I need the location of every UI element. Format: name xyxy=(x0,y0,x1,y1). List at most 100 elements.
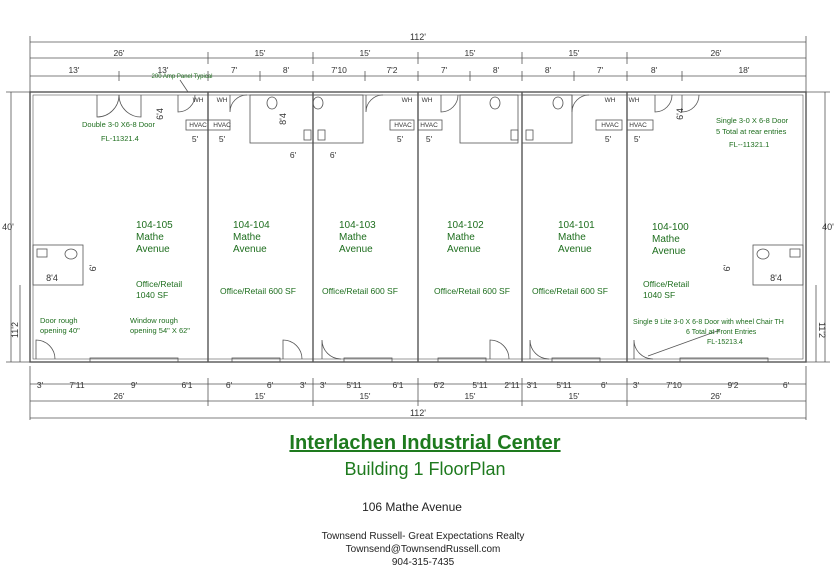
bath-left-height: 6' xyxy=(88,264,98,271)
note-single-door-count: 5 Total at rear entries xyxy=(716,127,787,136)
unit-street: Avenue xyxy=(136,244,170,255)
bath-left-width: 8'4 xyxy=(46,273,58,283)
dim-closet-width: 5' xyxy=(397,134,404,144)
dim-unit-width-bottom: 15' xyxy=(464,391,475,401)
unit-street: Avenue xyxy=(558,244,592,255)
dimension-labels: 112' 112' 40' 40' 11'2 11'2 6'4 8'4 6'4 … xyxy=(2,32,834,418)
dim-height-right: 40' xyxy=(822,222,834,232)
dim-6-4-right: 6'4 xyxy=(675,108,685,120)
dim-bottom-sub: 7'11 xyxy=(69,380,84,390)
address: 106 Mathe Avenue xyxy=(362,500,462,514)
dim-top-sub: 13' xyxy=(157,65,168,75)
dim-bottom-sub: 6'2 xyxy=(433,380,444,390)
dim-top-sub: 8' xyxy=(283,65,290,75)
unit-street: Avenue xyxy=(652,246,686,257)
note-single-door: Single 3-0 X 6-8 Door xyxy=(716,116,789,125)
dim-top-sub: 8' xyxy=(651,65,658,75)
utility-rooms xyxy=(32,79,804,363)
dim-bottom-sub: 6' xyxy=(267,380,274,390)
dim-left-lower: 11'2 xyxy=(10,322,20,338)
dim-top-sub: 7'10 xyxy=(331,65,347,75)
dim-bottom-sub: 7'10 xyxy=(666,380,682,390)
dim-bottom-sub: 3'1 xyxy=(526,380,537,390)
unit-street: Mathe xyxy=(136,232,164,243)
dim-bottom-sub: 6' xyxy=(601,380,608,390)
unit-use: Office/Retail 600 SF xyxy=(532,286,608,296)
unit-number: 104-101 xyxy=(558,220,595,231)
unit-street: Mathe xyxy=(652,234,680,245)
dim-8-4: 8'4 xyxy=(278,113,288,125)
dim-closet-width: 5' xyxy=(634,134,641,144)
water-heater-label: WH xyxy=(193,97,204,104)
dim-bottom-sub: 3' xyxy=(320,380,327,390)
dim-overall-bottom: 112' xyxy=(410,408,426,418)
dim-bottom-sub: 5'11 xyxy=(472,380,487,390)
dim-unit-width-top: 15' xyxy=(254,48,265,58)
dim-bottom-sub: 6'1 xyxy=(181,380,192,390)
unit-street: Avenue xyxy=(339,244,373,255)
dim-overall-top: 112' xyxy=(410,32,426,42)
notes: 200 Amp Panel Typical Double 3-0 X6-8 Do… xyxy=(40,74,789,346)
dim-6-4-left: 6'4 xyxy=(155,108,165,120)
dim-top-sub: 7' xyxy=(231,65,238,75)
dim-right-lower: 11'2 xyxy=(817,322,827,338)
hvac-label: HVAC xyxy=(601,122,619,129)
unit-use: Office/Retail 600 SF xyxy=(220,286,296,296)
dim-bottom-sub: 5'11 xyxy=(556,380,571,390)
dim-unit-width-top: 15' xyxy=(359,48,370,58)
note-window-rough-1: Window rough xyxy=(130,316,178,325)
note-double-door-code: FL-11321.4 xyxy=(101,134,139,143)
dim-top-sub: 7' xyxy=(441,65,448,75)
dimension-rows: 26'26'15'15'15'15'15'15'15'15'26'26'13'1… xyxy=(37,48,790,401)
dim-bottom-sub: 2'11 xyxy=(504,380,519,390)
note-window-rough-2: opening 54" X 62" xyxy=(130,326,190,335)
dim-top-sub: 7' xyxy=(597,65,604,75)
unit-use: Office/Retail xyxy=(643,279,689,289)
unit-number: 104-105 xyxy=(136,220,173,231)
note-panel: 200 Amp Panel Typical xyxy=(152,74,213,80)
dim-unit-width-top: 15' xyxy=(568,48,579,58)
dim-closet-width: 5' xyxy=(426,134,433,144)
hvac-label: HVAC xyxy=(213,122,231,129)
bath-right-height: 6' xyxy=(722,264,732,271)
unit-area: 1040 SF xyxy=(136,290,168,300)
dim-bottom-sub: 6'1 xyxy=(392,380,403,390)
dim-top-sub: 8' xyxy=(493,65,500,75)
hvac-label: HVAC xyxy=(420,122,438,129)
water-heater-label: WH xyxy=(629,97,640,104)
dim-bottom-sub: 9' xyxy=(131,380,138,390)
dimension-lines xyxy=(6,36,830,420)
dim-unit-width-bottom: 15' xyxy=(254,391,265,401)
unit-number: 104-103 xyxy=(339,220,376,231)
dim-bottom-sub: 6' xyxy=(783,380,790,390)
unit-street: Mathe xyxy=(447,232,475,243)
floor-plan: 112' 112' 40' 40' 11'2 11'2 6'4 8'4 6'4 … xyxy=(2,32,834,420)
unit-street: Avenue xyxy=(447,244,481,255)
contact-email[interactable]: Townsend@TownsendRussell.com xyxy=(345,544,501,555)
note-single-door-code: FL--11321.1 xyxy=(729,140,769,149)
unit-use: Office/Retail 600 SF xyxy=(322,286,398,296)
note-front-door-code: FL-15213.4 xyxy=(707,339,743,346)
note-front-door-2: 6 Total at Front Entries xyxy=(686,329,757,336)
water-heater-label: WH xyxy=(605,97,616,104)
water-heater-label: WH xyxy=(422,97,433,104)
dim-closet-width: 5' xyxy=(219,134,226,144)
unit-street: Mathe xyxy=(558,232,586,243)
water-heater-label: WH xyxy=(217,97,228,104)
dim-top-sub: 18' xyxy=(738,65,749,75)
unit-use: Office/Retail xyxy=(136,279,182,289)
unit-area: 1040 SF xyxy=(643,290,675,300)
dim-top-sub: 8' xyxy=(545,65,552,75)
unit-street: Mathe xyxy=(339,232,367,243)
dim-bottom-sub: 3' xyxy=(633,380,640,390)
note-front-door-1: Single 9 Lite 3-0 X 6-8 Door with wheel … xyxy=(633,319,784,326)
page-subtitle: Building 1 FloorPlan xyxy=(344,459,506,479)
company-name: Townsend Russell- Great Expectations Rea… xyxy=(321,531,525,542)
dim-bottom-sub: 3' xyxy=(37,380,44,390)
note-double-door: Double 3-0 X6-8 Door xyxy=(82,120,155,129)
dim-unit-width-top: 15' xyxy=(464,48,475,58)
dim-bottom-sub: 5'11 xyxy=(346,380,361,390)
unit-street: Avenue xyxy=(233,244,267,255)
dim-top-sub: 7'2 xyxy=(386,65,397,75)
